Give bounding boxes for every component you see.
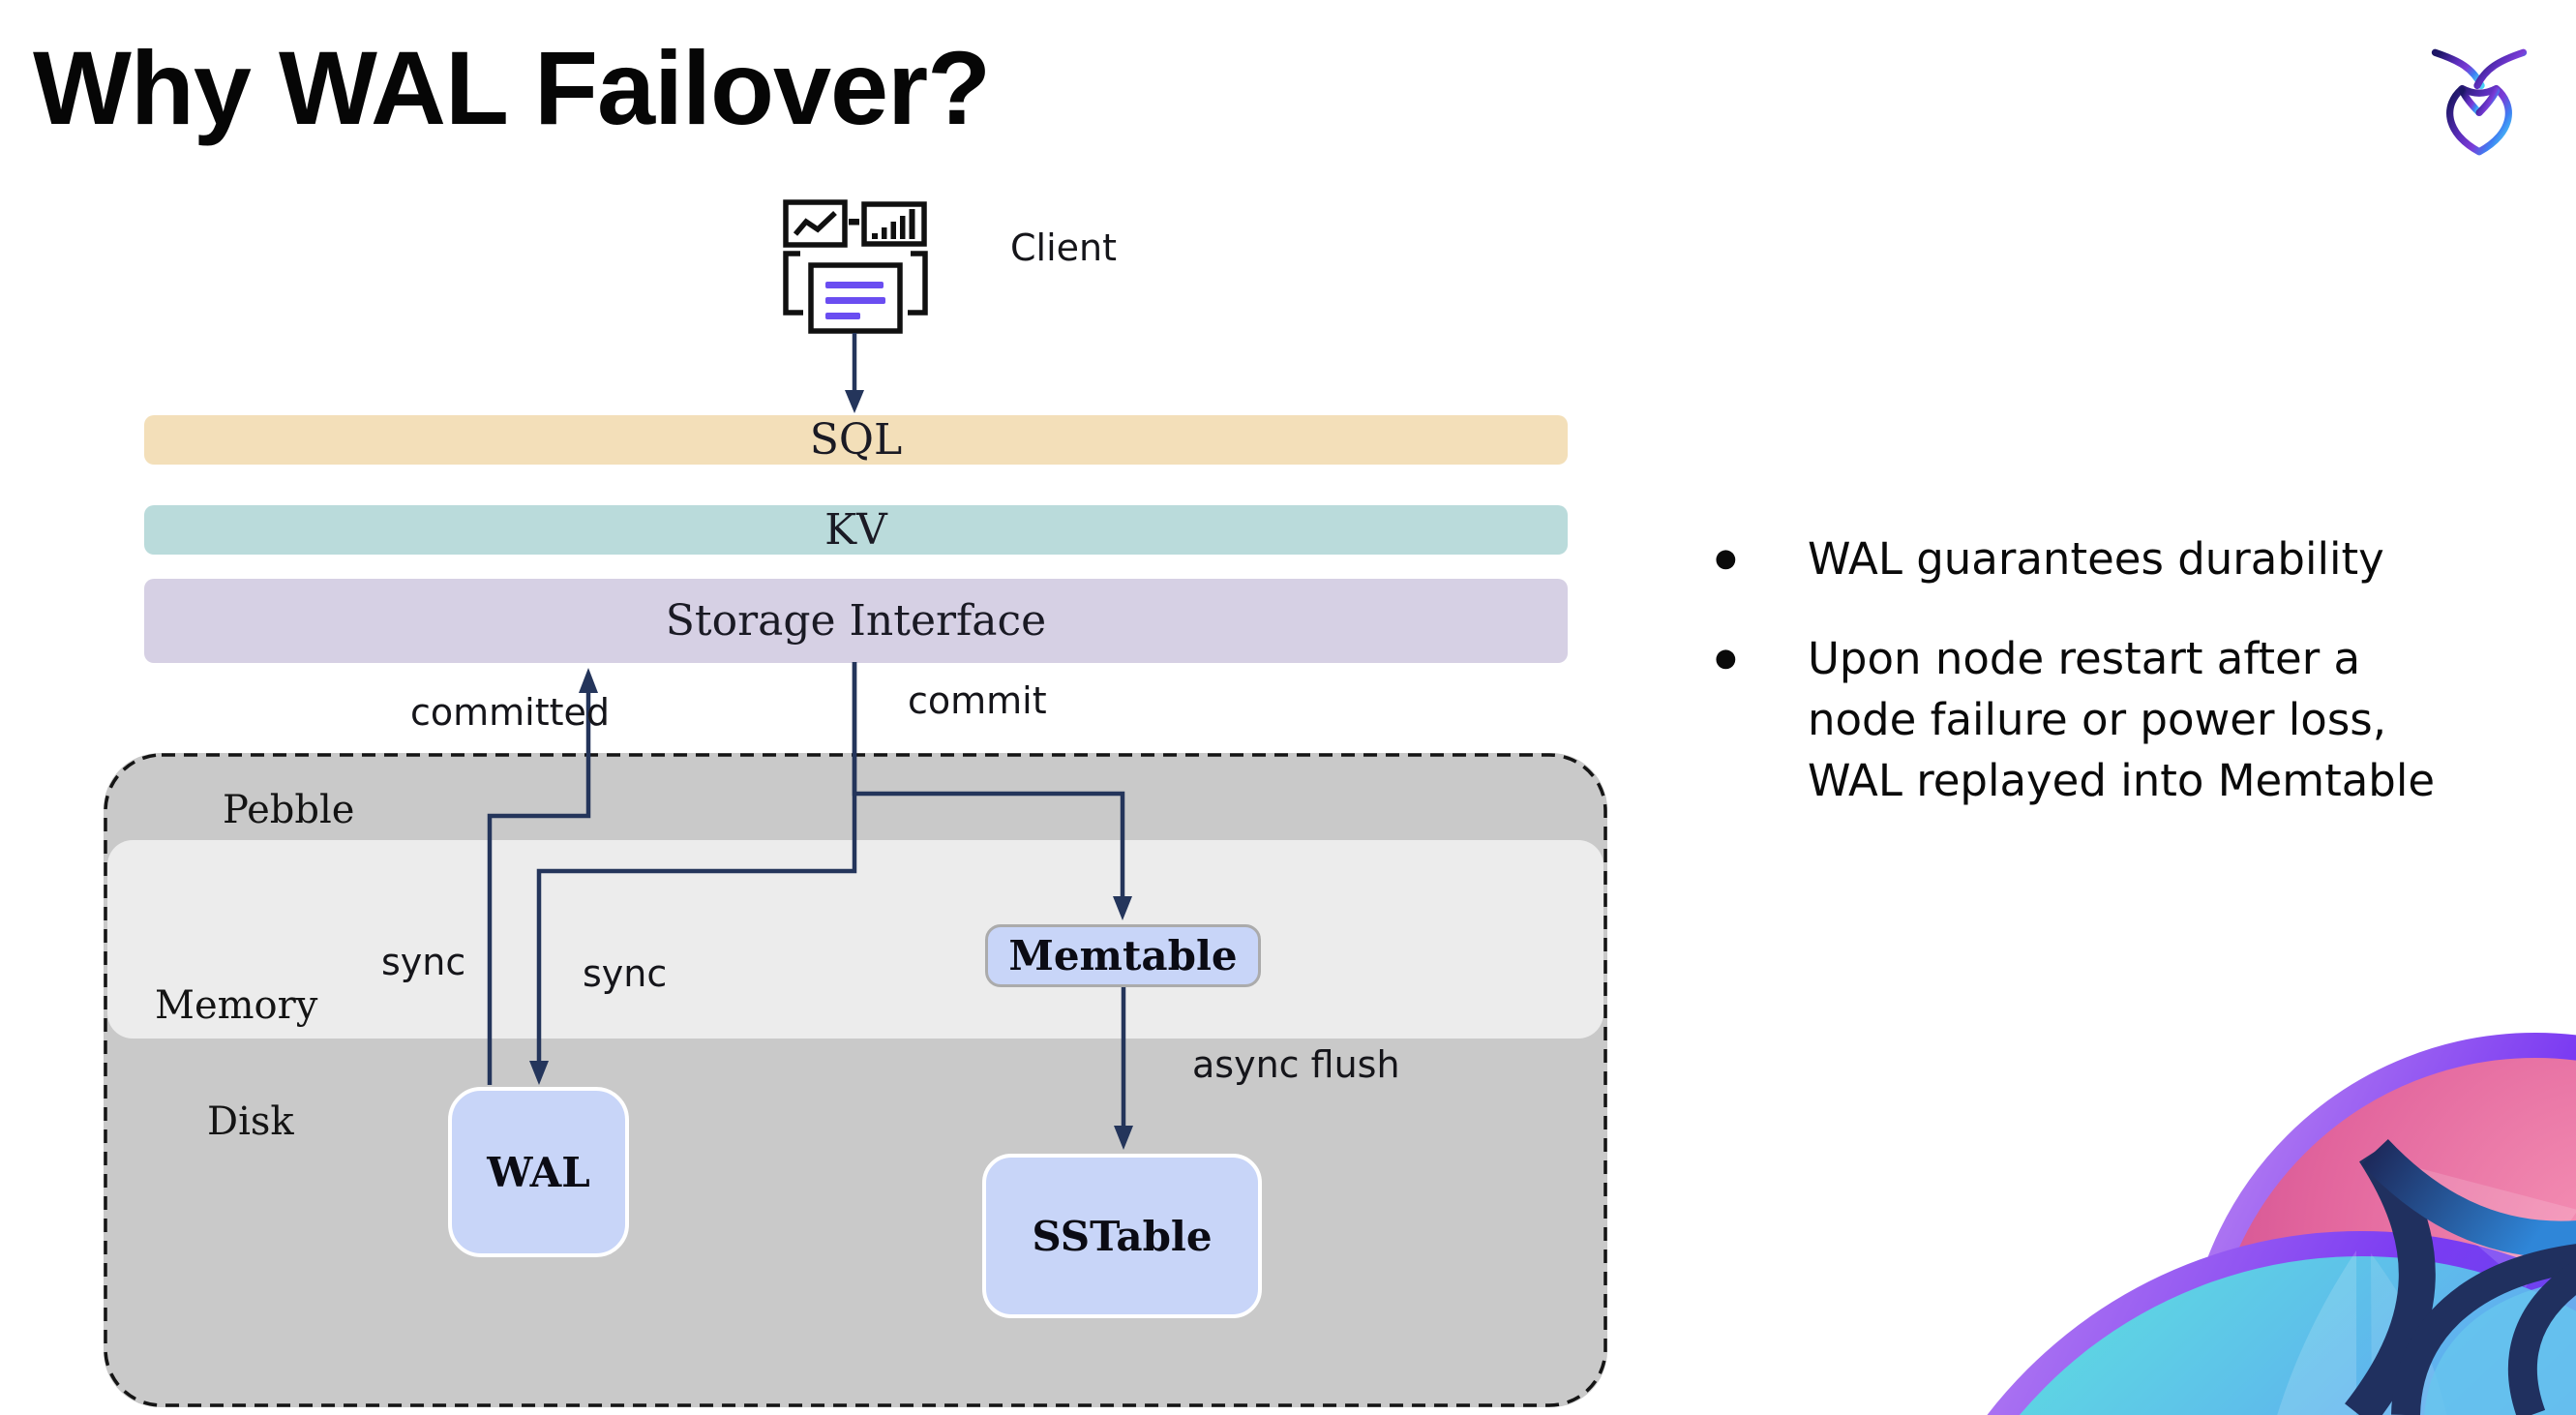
bullet-list: ● WAL guarantees durability ● Upon node … [1701,528,2495,850]
arrowhead-flush [1114,1126,1133,1150]
arrowhead-commit [1113,896,1132,920]
edge-committed [487,693,591,1085]
sstable-label: SSTable [1032,1212,1213,1260]
cockroachdb-logo-icon [2431,48,2528,156]
committed-edge-label: committed [410,691,611,734]
memory-label: Memory [155,983,318,1028]
bullet-dot-icon: ● [1715,644,1737,673]
memtable-label: Memtable [1008,932,1238,979]
edge-sync-to-wal [536,662,857,1063]
sync-edge-label-2: sync [583,952,668,995]
doc-lines-icon [825,282,885,319]
bullet-2-line-1: Upon node restart after a [1808,633,2361,684]
layer-label-kv: KV [824,505,887,555]
async-flush-edge-label: async flush [1192,1043,1400,1086]
commit-edge-label: commit [908,679,1047,722]
layer-bar-storage-interface: Storage Interface [144,579,1568,663]
sync-edge-label-1: sync [381,941,466,983]
client-devices-icon [783,199,928,334]
layer-label-storage-interface: Storage Interface [665,596,1047,646]
wal-node: WAL [448,1087,629,1257]
bullet-1-text: WAL guarantees durability [1808,528,2384,589]
bullet-1-line-1: WAL guarantees durability [1808,533,2384,585]
list-item: ● Upon node restart after a node failure… [1701,628,2495,811]
list-item: ● WAL guarantees durability [1701,528,2495,589]
arrowhead-committed [579,668,598,693]
bullet-2-line-2: node failure or power loss, [1808,694,2387,745]
sstable-node: SSTable [982,1154,1262,1318]
memtable-node: Memtable [985,924,1261,987]
disk-label: Disk [207,1099,294,1144]
corner-gradient-artwork [1987,1033,2576,1415]
wal-label: WAL [487,1148,590,1196]
bullet-2-line-3: WAL replayed into Memtable [1808,755,2436,806]
layer-bar-sql: SQL [144,415,1568,465]
pebble-label: Pebble [223,788,355,832]
layer-bar-kv: KV [144,505,1568,555]
bullet-2-text: Upon node restart after a node failure o… [1808,628,2435,811]
page-title: Why WAL Failover? [33,29,991,146]
client-label: Client [1010,226,1118,269]
arrowhead-sync [529,1061,549,1085]
arrowhead-client [845,390,864,413]
bullet-dot-icon: ● [1715,544,1737,573]
layer-label-sql: SQL [809,415,903,465]
